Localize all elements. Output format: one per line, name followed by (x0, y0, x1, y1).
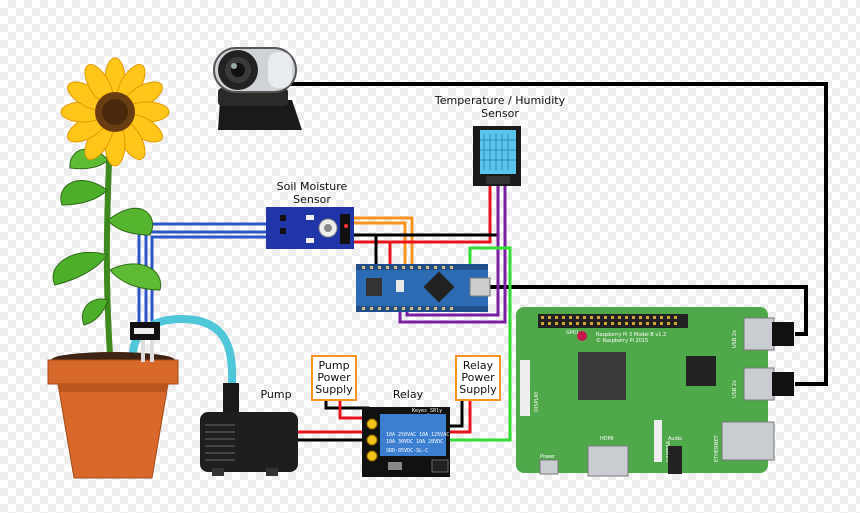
raspberry-pi: GPIO Raspberry Pi 3 Model B v1.2 © Raspb… (516, 307, 794, 477)
relay-spec-1: 10A 250VAC 10A 125VAC (386, 432, 449, 438)
soil-moisture-module (266, 207, 354, 249)
pi-gpio-label: GPIO (566, 330, 578, 336)
pi-model-label: Raspberry Pi 3 Model B v1.2 (596, 332, 666, 338)
power-wires (350, 185, 500, 268)
relay-spec-2: 10A 30VDC 10A 28VDC (386, 439, 443, 445)
relay-signal-wire (447, 246, 512, 442)
pump-power-wires (324, 400, 370, 424)
relay-power-wires (447, 400, 472, 434)
water-pump (200, 383, 298, 476)
pi-hdmi-label: HDMI (600, 436, 613, 442)
temp-sensor-label: Temperature / Humidity Sensor (434, 94, 566, 120)
pi-copyright-label: © Raspberry Pi 2015 (596, 337, 648, 344)
pump-power-supply-label: Pump Power Supply (311, 355, 357, 401)
relay-module: 10A 250VAC 10A 125VAC 10A 30VDC 10A 28VD… (362, 407, 450, 477)
soil-orange-wires (350, 216, 414, 268)
relay-model: SRD-05VDC-SL-C (386, 448, 428, 454)
soil-sensor-label: Soil Moisture Sensor (276, 180, 348, 206)
relay-power-supply-label: Relay Power Supply (455, 355, 501, 401)
pi-power-label: Power (540, 454, 556, 460)
webcam-cable (290, 82, 828, 386)
soil-probe (130, 322, 160, 362)
sunflower-plant (47, 57, 179, 479)
pump-label: Pump (260, 388, 292, 401)
arduino-nano (356, 264, 491, 312)
pump-relay-wires (297, 430, 368, 442)
pi-ethernet-label: ETHERNET (714, 434, 720, 462)
relay-brand: Keyes_SRly (412, 408, 442, 414)
temperature-humidity-sensor (473, 126, 521, 186)
pi-usb-b-label: USB 2x (732, 380, 738, 398)
arduino-usb-cable (488, 285, 808, 336)
pi-audio-label: Audio (668, 436, 682, 442)
webcam (213, 47, 302, 130)
pi-usb-a-label: USB 2x (732, 330, 738, 348)
relay-label: Relay (392, 388, 424, 401)
pi-display-label: DISPLAY (534, 391, 540, 412)
